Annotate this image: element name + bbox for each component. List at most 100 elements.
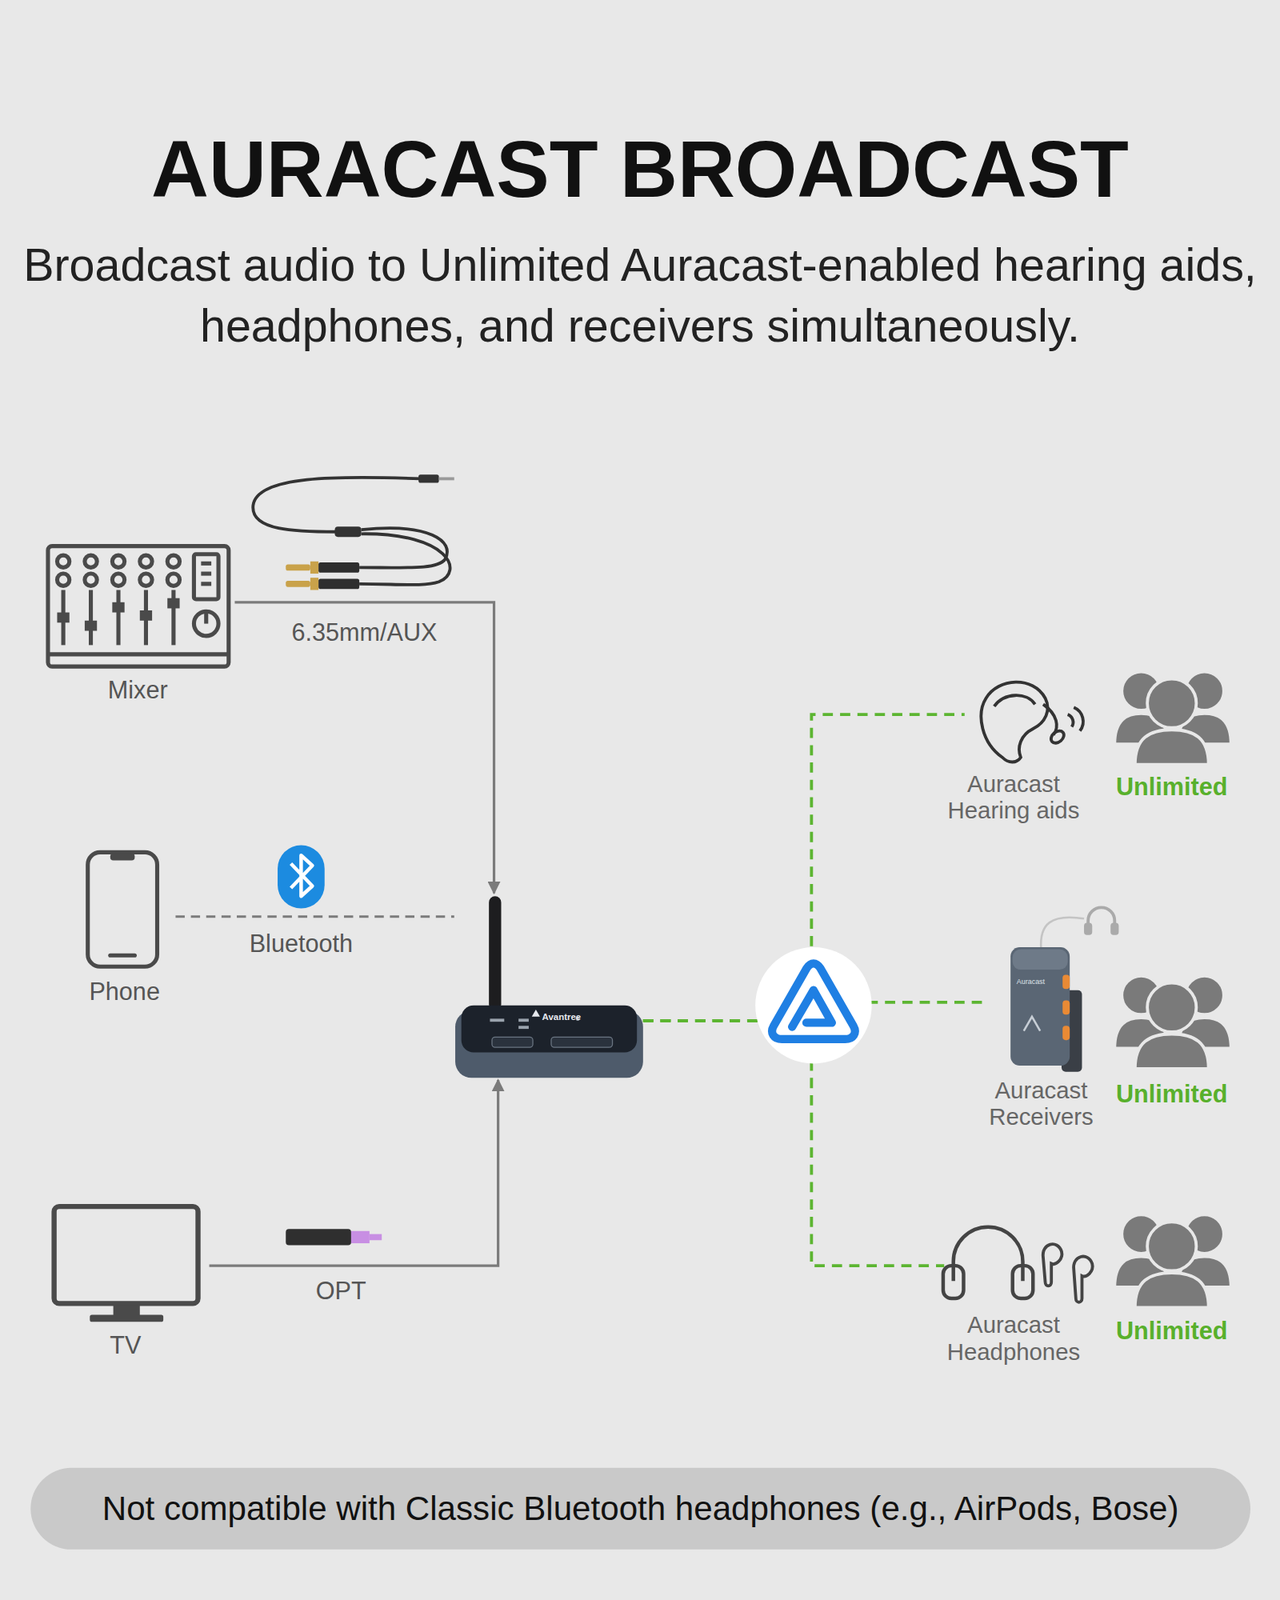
- mini-earcup: [1110, 922, 1119, 935]
- earbud: [1043, 1244, 1063, 1286]
- headphones-icon: [943, 1227, 1093, 1303]
- mini-earcup: [1084, 922, 1092, 935]
- people-icon: [1114, 976, 1231, 1069]
- optical-plug-tip: [369, 1234, 382, 1241]
- hearing-aid-earpiece: [1048, 728, 1067, 746]
- mixer-knob: [84, 573, 97, 586]
- receiver-body: [1010, 947, 1070, 1066]
- receiver-button: [1062, 1025, 1070, 1040]
- page-title: AURACAST BROADCAST: [0, 129, 1280, 210]
- mixer-fader: [140, 610, 152, 621]
- node-label: Auracast Headphones: [936, 1312, 1090, 1365]
- device-node: Auracast Headphones: [944, 1220, 1097, 1368]
- receiver-top: [1012, 949, 1068, 971]
- annotation-label: Auracast: [1016, 977, 1058, 986]
- input-connection: [209, 1080, 499, 1266]
- bluetooth-badge: [277, 844, 325, 908]
- mixer-icon: [48, 546, 229, 668]
- connection-label: OPT: [295, 1276, 388, 1306]
- mixer-meter-bar: [200, 581, 212, 586]
- annotation-label: Unlimited: [1100, 1316, 1244, 1346]
- mixer-meter-bar: [200, 561, 212, 566]
- device-logo-mark: [532, 1009, 540, 1017]
- optical-plug: [285, 1228, 382, 1245]
- mixer-meter: [193, 554, 219, 600]
- hearing-aid-tube: [1043, 704, 1057, 735]
- connection-label: 6.35mm/AUX: [277, 618, 452, 648]
- sound-wave: [1068, 714, 1074, 727]
- mixer-fader-track: [116, 589, 120, 645]
- mixer-knob: [56, 573, 69, 586]
- optical-plug-body: [285, 1228, 352, 1245]
- cable-splitter: [335, 526, 362, 537]
- node-label: TV: [45, 1331, 205, 1360]
- mixer-knob: [56, 555, 69, 568]
- input-connection: [234, 602, 494, 894]
- bluetooth-rune: [291, 855, 313, 896]
- mixer-knob: [112, 555, 124, 568]
- device-marking: [518, 1018, 529, 1022]
- quarter-inch-plug: [318, 562, 360, 573]
- mixer-faders: [56, 598, 180, 632]
- mixer-fader: [112, 602, 124, 613]
- mixer-fader: [167, 598, 180, 609]
- mixer-fader: [84, 620, 97, 632]
- mixer-fader-track: [88, 589, 93, 645]
- device-node: TV: [45, 1199, 209, 1363]
- input-connection: [175, 915, 454, 918]
- earbud: [1073, 1256, 1093, 1303]
- device-top-glass: [461, 1005, 637, 1053]
- earphone-wire: [1040, 917, 1084, 950]
- mixer-fader: [56, 612, 69, 624]
- note-band: Not compatible with Classic Bluetooth he…: [30, 1468, 1251, 1550]
- transmitter-box: Avantree: [454, 892, 644, 1080]
- node-label: Not compatible with Classic Bluetooth he…: [30, 1488, 1251, 1529]
- people-icon: [1114, 672, 1231, 765]
- device-button: [492, 1036, 533, 1048]
- annotation-label: Unlimited: [1100, 1080, 1244, 1109]
- quarter-inch-plug: [318, 578, 360, 589]
- phone-body: [88, 852, 158, 967]
- device-button: [551, 1036, 613, 1048]
- bluetooth-badge-bg: [277, 844, 325, 908]
- device-node: Mixer: [40, 539, 235, 708]
- mixer-knob: [167, 573, 180, 586]
- plug-collar: [310, 561, 319, 574]
- node-label: Phone: [73, 977, 176, 1007]
- optical-plug-collar: [351, 1231, 370, 1244]
- node-label: Auracast Hearing aids: [936, 770, 1090, 824]
- auracast-logo-inner: [792, 990, 832, 1028]
- device-node: Phone: [73, 844, 176, 1008]
- device-marking: [489, 1018, 504, 1022]
- sound-wave: [1073, 707, 1084, 731]
- receiver-logo: [1024, 1016, 1040, 1032]
- mixer-body: [48, 546, 229, 668]
- mixer-knob: [84, 555, 97, 568]
- tv-base: [89, 1314, 164, 1322]
- phone-icon: [88, 852, 158, 967]
- node-label: Auracast Receivers: [964, 1076, 1118, 1130]
- tv-screen: [54, 1206, 199, 1304]
- receiver-button: [1062, 1000, 1070, 1015]
- connection-label: Bluetooth: [234, 929, 368, 959]
- plug-tip: [285, 580, 311, 588]
- mixer-meter-bar: [200, 572, 212, 576]
- device-node: Auracast Receivers: [984, 903, 1118, 1133]
- mixer-base: [48, 652, 229, 656]
- transmitter-device: [455, 896, 644, 1078]
- hearing-aid-detail: [994, 695, 1036, 707]
- mixer-knob: [140, 555, 152, 568]
- node-label: Avantree: [542, 1011, 604, 1022]
- hearing-aid-icon: [980, 682, 1083, 763]
- receiver-device: [1010, 907, 1119, 1072]
- subtitle-text: Broadcast audio to Unlimited Auracast-en…: [12, 234, 1268, 357]
- phone-home-bar: [110, 953, 136, 958]
- phone-notch: [110, 853, 136, 861]
- mixer-knob-tick: [204, 611, 208, 624]
- auracast-logo-outer: [772, 963, 856, 1039]
- plug-tip: [285, 564, 311, 572]
- mini-jack: [418, 474, 440, 483]
- hearing-aid-body: [980, 682, 1048, 763]
